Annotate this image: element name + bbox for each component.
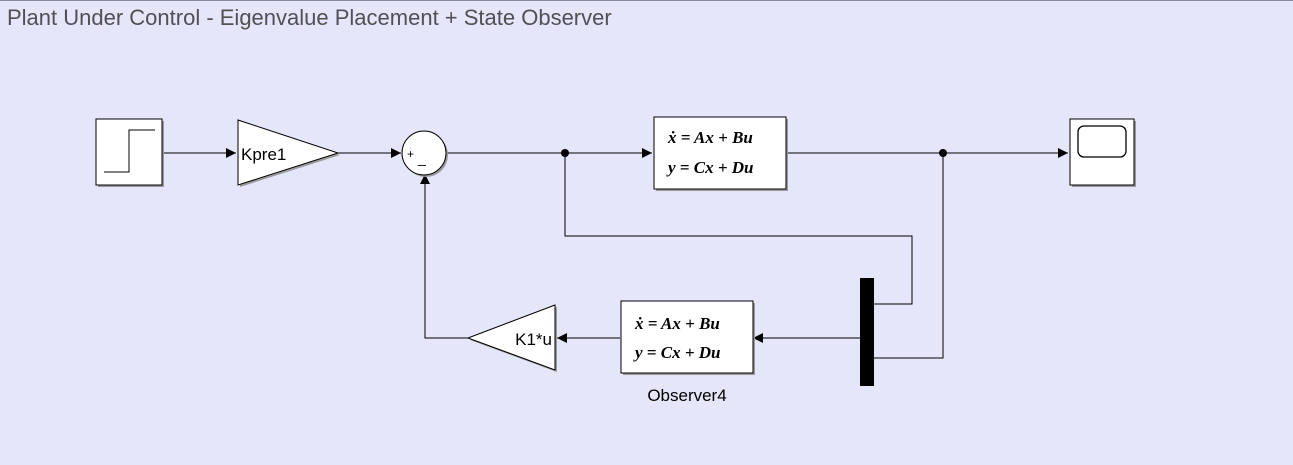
- gain-k-label: K1*u: [515, 330, 552, 349]
- signal-lines: [162, 148, 1068, 363]
- observer-name-label: Observer4: [647, 386, 726, 405]
- branch-point-u: [561, 149, 569, 157]
- sum-plus-sign: +: [407, 147, 414, 161]
- observer-state-equation: ẋ = Ax + Bu: [634, 314, 720, 333]
- scope-block[interactable]: [1069, 118, 1136, 187]
- scope-screen-icon: [1077, 125, 1127, 158]
- diagram-title: Plant Under Control - Eigenvalue Placeme…: [7, 5, 612, 30]
- mux-block[interactable]: [860, 278, 874, 386]
- plant-state-equation: ẋ = Ax + Bu: [667, 128, 753, 147]
- plant-state-space-block[interactable]: ẋ = Ax + Bu y = Cx + Du: [653, 116, 788, 191]
- window-top-border: [0, 0, 1293, 1]
- gain-kpre-block[interactable]: Kpre1: [237, 119, 340, 187]
- sum-block[interactable]: + _: [401, 130, 448, 177]
- plant-output-equation: y = Cx + Du: [666, 158, 754, 177]
- observer-output-equation: y = Cx + Du: [633, 343, 721, 362]
- line-k-to-sum[interactable]: [420, 174, 468, 339]
- step-icon: [104, 129, 155, 173]
- step-block[interactable]: [95, 118, 164, 187]
- observer-block[interactable]: ẋ = Ax + Bu y = Cx + Du: [620, 300, 755, 375]
- gain-k-block[interactable]: K1*u: [466, 304, 557, 372]
- line-u-to-mux[interactable]: [564, 153, 913, 309]
- line-y-to-mux[interactable]: [861, 153, 944, 363]
- sum-minus-sign: _: [417, 150, 426, 166]
- branch-point-y: [939, 149, 947, 157]
- gain-kpre-label: Kpre1: [241, 145, 286, 164]
